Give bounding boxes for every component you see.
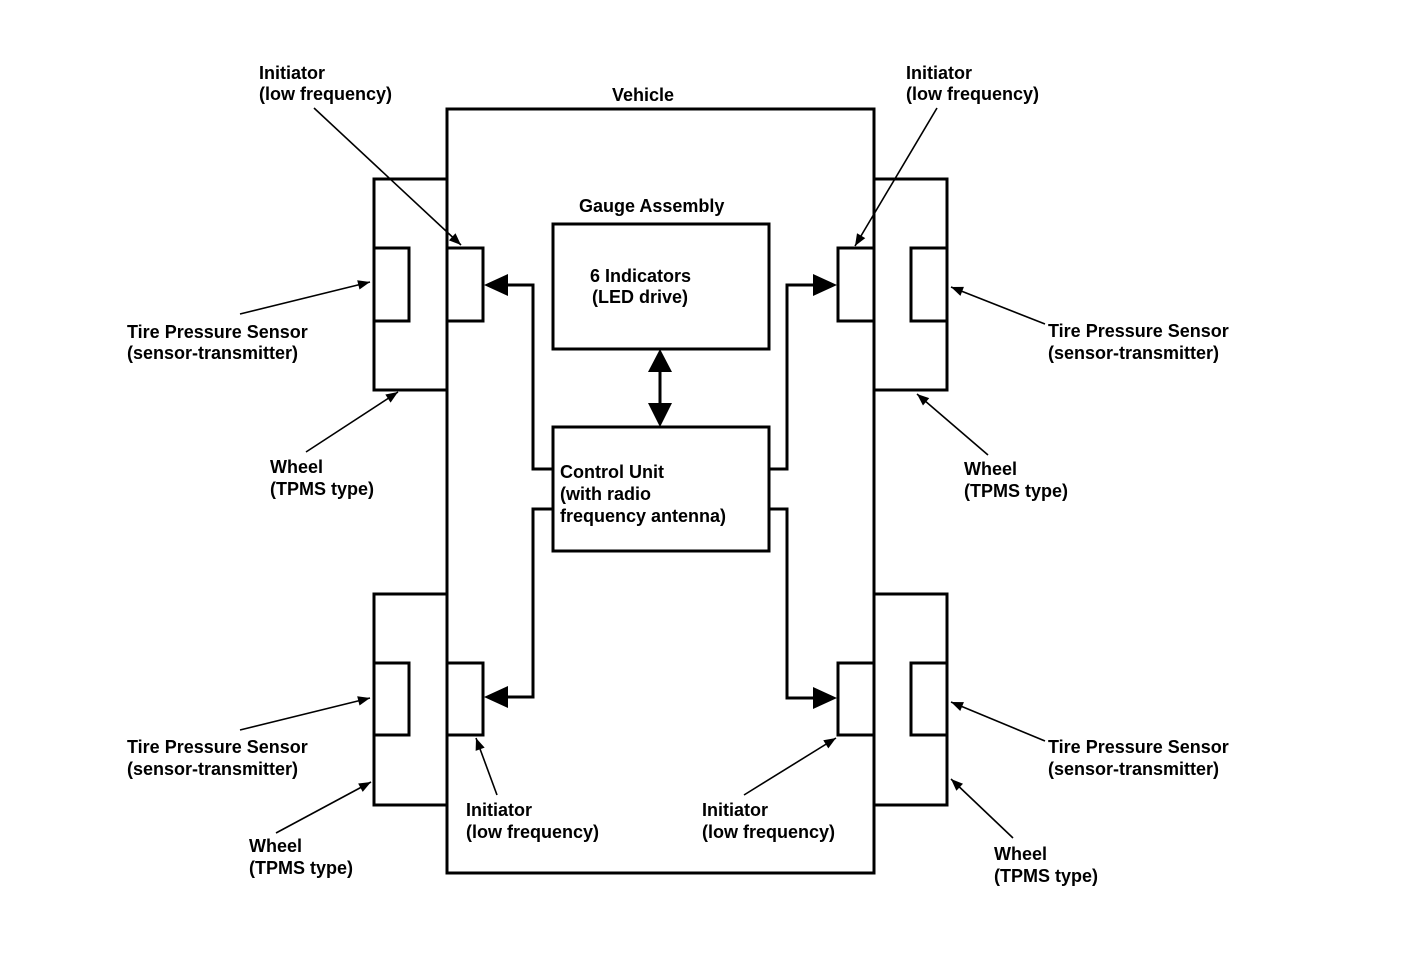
sensor-bottom-right (909, 661, 949, 737)
label-initiator-top-right-2: (low frequency) (906, 84, 1039, 104)
label-wheel-bottom-left-2: (TPMS type) (249, 858, 353, 878)
label-wheel-top-right-2: (TPMS type) (964, 481, 1068, 501)
arrow-up-icon (648, 349, 672, 372)
label-sensor-top-left-2: (sensor-transmitter) (127, 343, 298, 363)
control-unit-line-2: (with radio (560, 484, 651, 504)
sensor-top-left (372, 246, 411, 323)
gauge-line-2: (LED drive) (592, 287, 688, 307)
label-sensor-top-left-1: Tire Pressure Sensor (127, 322, 308, 342)
wire-top-right (769, 274, 837, 471)
sensor-bottom-left (372, 661, 411, 737)
gauge-control-link (648, 349, 672, 427)
wire-bottom-left (484, 507, 553, 708)
arrow-left-icon (484, 686, 508, 708)
leader-wheel-top-right (916, 393, 989, 456)
label-initiator-top-left-2: (low frequency) (259, 84, 392, 104)
initiator-top-left (445, 246, 485, 323)
label-sensor-top-right-2: (sensor-transmitter) (1048, 343, 1219, 363)
leader-initiator-bottom-left (475, 737, 498, 796)
leader-sensor-top-right (950, 286, 1046, 325)
label-initiator-bottom-right-2: (low frequency) (702, 822, 835, 842)
arrow-down-icon (648, 403, 672, 427)
arrow-right-icon (813, 274, 837, 296)
wire-bottom-right (769, 507, 837, 709)
wire-top-left (484, 274, 553, 471)
label-sensor-bottom-right-2: (sensor-transmitter) (1048, 759, 1219, 779)
control-unit-line-3: frequency antenna) (560, 506, 726, 526)
leader-wheel-top-left (305, 391, 399, 453)
vehicle-title: Vehicle (612, 85, 674, 105)
gauge-assembly-title: Gauge Assembly (579, 196, 724, 216)
arrow-right-icon (813, 687, 837, 709)
label-initiator-top-right-1: Initiator (906, 63, 972, 83)
arrow-left-icon (484, 274, 508, 296)
label-initiator-bottom-left-1: Initiator (466, 800, 532, 820)
initiator-top-right (836, 246, 876, 323)
label-wheel-bottom-right-2: (TPMS type) (994, 866, 1098, 886)
label-initiator-bottom-left-2: (low frequency) (466, 822, 599, 842)
initiator-bottom-right (836, 661, 876, 737)
label-wheel-bottom-right-1: Wheel (994, 844, 1047, 864)
leader-wheel-bottom-right (950, 778, 1014, 839)
label-sensor-bottom-left-2: (sensor-transmitter) (127, 759, 298, 779)
label-wheel-bottom-left-1: Wheel (249, 836, 302, 856)
leader-sensor-bottom-right (950, 701, 1046, 742)
gauge-line-1: 6 Indicators (590, 266, 691, 286)
leader-initiator-top-right (854, 107, 938, 247)
label-sensor-bottom-right-1: Tire Pressure Sensor (1048, 737, 1229, 757)
leader-wheel-bottom-left (275, 781, 372, 834)
label-sensor-bottom-left-1: Tire Pressure Sensor (127, 737, 308, 757)
leader-initiator-top-left (313, 107, 462, 246)
label-wheel-top-right-1: Wheel (964, 459, 1017, 479)
leader-sensor-bottom-left (239, 696, 371, 731)
initiator-bottom-left (445, 661, 485, 737)
label-initiator-top-left-1: Initiator (259, 63, 325, 83)
vehicle-body (445, 107, 876, 875)
leader-sensor-top-left (239, 280, 371, 315)
label-wheel-top-left-2: (TPMS type) (270, 479, 374, 499)
label-sensor-top-right-1: Tire Pressure Sensor (1048, 321, 1229, 341)
label-initiator-bottom-right-1: Initiator (702, 800, 768, 820)
control-unit-line-1: Control Unit (560, 462, 664, 482)
gauge-assembly-box (551, 222, 771, 351)
control-unit-box (551, 425, 771, 553)
label-wheel-top-left-1: Wheel (270, 457, 323, 477)
sensor-top-right (909, 246, 949, 323)
leader-initiator-bottom-right (743, 737, 837, 796)
